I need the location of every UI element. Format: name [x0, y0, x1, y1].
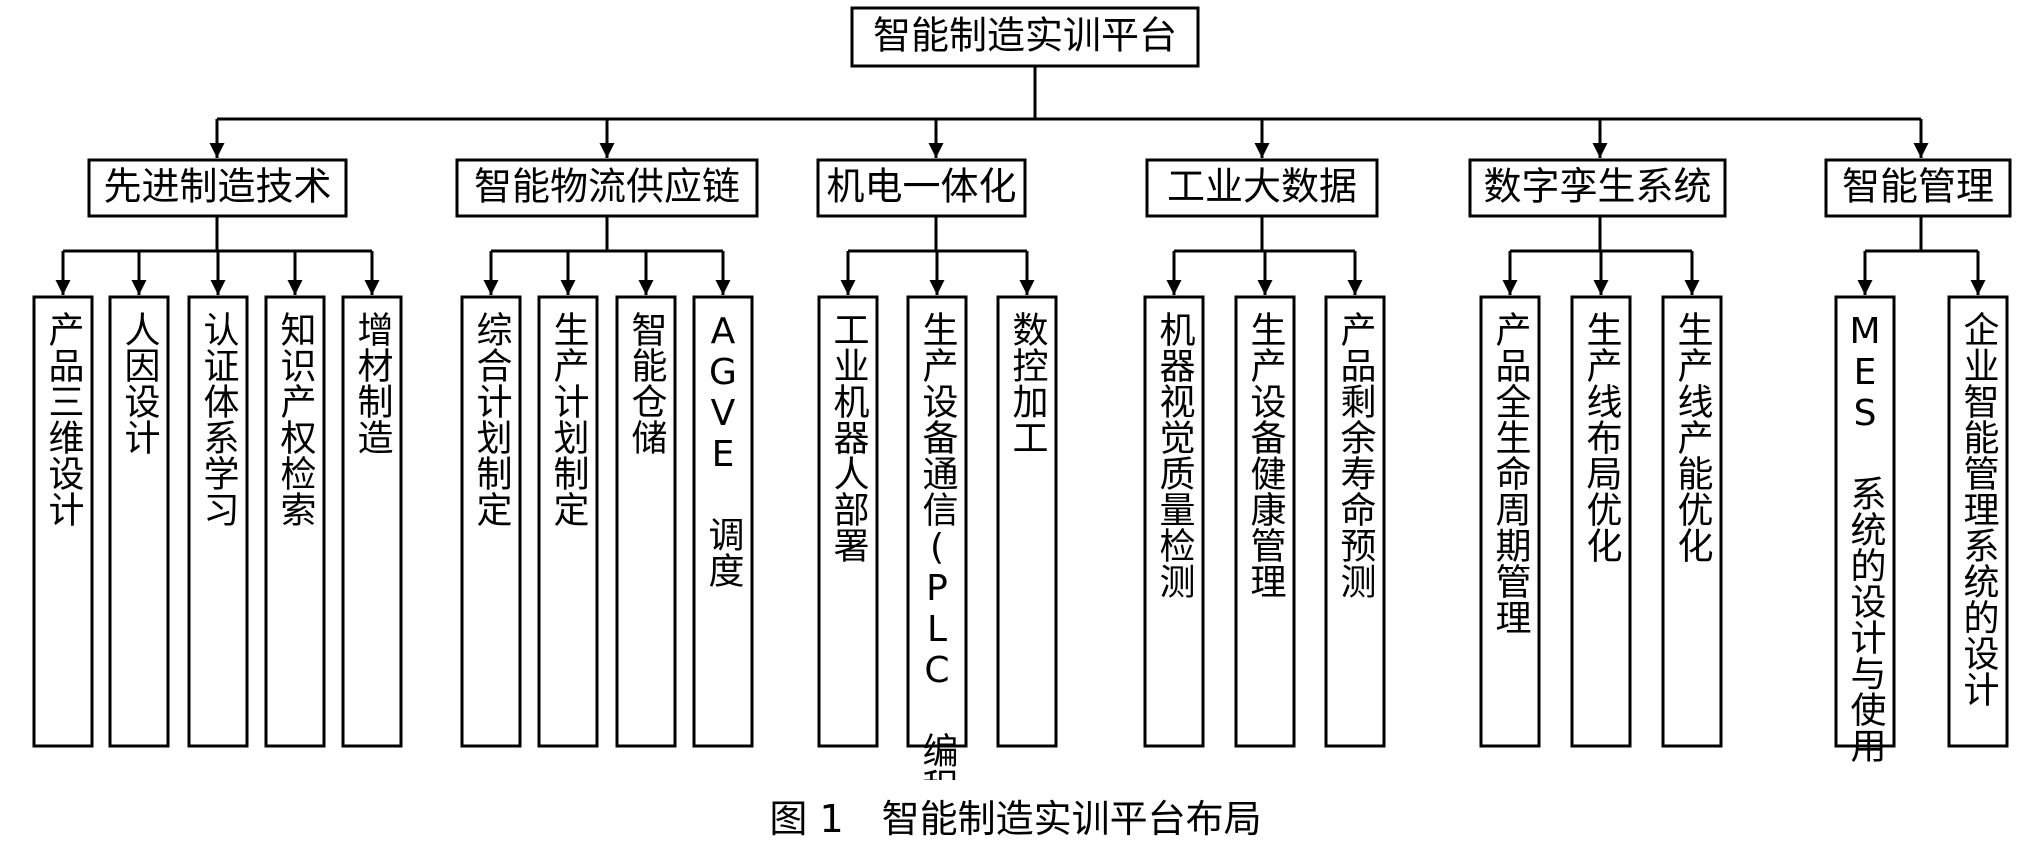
figure-caption: 图 1 智能制造实训平台布局: [769, 797, 1262, 841]
leaf-box-1-2: [108, 295, 170, 748]
leaf-box-2-2: [537, 295, 599, 748]
category-label-6: 智能管理: [1842, 165, 1994, 209]
leaf-label-1-5: 增材制造: [352, 311, 394, 455]
leaf-box-2-3: [615, 295, 677, 748]
leaf-label-5-1: 产品全生命周期管理: [1490, 311, 1532, 635]
category-box-2: [455, 158, 759, 218]
leaf-box-1-5: [341, 295, 403, 748]
leaf-box-4-1: [1143, 295, 1205, 748]
leaf-box-3-3: [996, 295, 1058, 748]
leaf-label-2-1: 综合计划制定: [471, 311, 512, 527]
category-label-5: 数字孪生系统: [1483, 165, 1711, 209]
category-label-2: 智能物流供应链: [474, 165, 740, 209]
leaf-box-5-3: [1661, 295, 1723, 748]
diagram-nodes: 智能制造实训平台先进制造技术产品三维设计人因设计认证体系学习知识产权检索增材制造…: [32, 6, 2012, 780]
leaf-label-2-3: 智能仓储: [626, 311, 668, 455]
root-node-label: 智能制造实训平台: [873, 14, 1177, 58]
leaf-box-5-2: [1570, 295, 1632, 748]
leaf-box-6-2: [1947, 295, 2009, 748]
leaf-box-1-4: [264, 295, 326, 748]
leaf-label-1-2: 人因设计: [119, 311, 160, 455]
leaf-label-2-2: 生产计划制定: [548, 311, 589, 527]
leaf-label-6-1: MES 系统的设计与使用: [1845, 311, 1887, 763]
leaf-label-4-1: 机器视觉质量检测: [1154, 311, 1195, 599]
leaf-box-1-1: [32, 295, 94, 748]
category-box-1: [87, 158, 348, 218]
leaf-label-3-1: 工业机器人部署: [828, 311, 869, 563]
leaf-label-3-3: 数控加工: [1007, 311, 1048, 455]
leaf-label-5-2: 生产线布局优化: [1581, 311, 1622, 563]
leaf-label-3-2: 生产设备通信(PLC 编程): [917, 311, 958, 780]
leaf-box-3-1: [817, 295, 879, 748]
leaf-label-1-4: 知识产权检索: [275, 311, 317, 527]
category-label-4: 工业大数据: [1167, 165, 1357, 209]
leaf-box-6-1: [1834, 295, 1896, 748]
category-label-1: 先进制造技术: [103, 165, 331, 209]
category-box-3: [816, 158, 1027, 218]
connector-lines: [55, 66, 1986, 295]
leaf-label-1-3: 认证体系学习: [198, 311, 239, 527]
category-box-5: [1468, 158, 1727, 218]
category-box-4: [1145, 158, 1379, 218]
leaf-box-4-2: [1234, 295, 1296, 748]
leaf-box-3-2: [906, 295, 968, 748]
org-chart: 智能制造实训平台先进制造技术产品三维设计人因设计认证体系学习知识产权检索增材制造…: [32, 6, 2012, 780]
leaf-label-4-3: 产品剩余寿命预测: [1335, 311, 1377, 599]
leaf-label-1-1: 产品三维设计: [43, 311, 84, 527]
category-label-3: 机电一体化: [826, 165, 1016, 209]
category-box-6: [1824, 158, 2012, 218]
leaf-box-5-1: [1479, 295, 1541, 748]
leaf-box-2-4: [692, 295, 754, 748]
leaf-box-1-3: [187, 295, 249, 748]
leaf-label-4-2: 生产设备健康管理: [1245, 311, 1286, 599]
leaf-box-4-3: [1324, 295, 1386, 748]
leaf-label-2-4: AGVE 调度: [703, 311, 744, 588]
leaf-label-5-3: 生产线产能优化: [1672, 311, 1713, 563]
leaf-box-2-1: [460, 295, 522, 748]
leaf-label-6-2: 企业智能管理系统的设计: [1958, 311, 1999, 707]
root-node-box: [850, 6, 1200, 68]
